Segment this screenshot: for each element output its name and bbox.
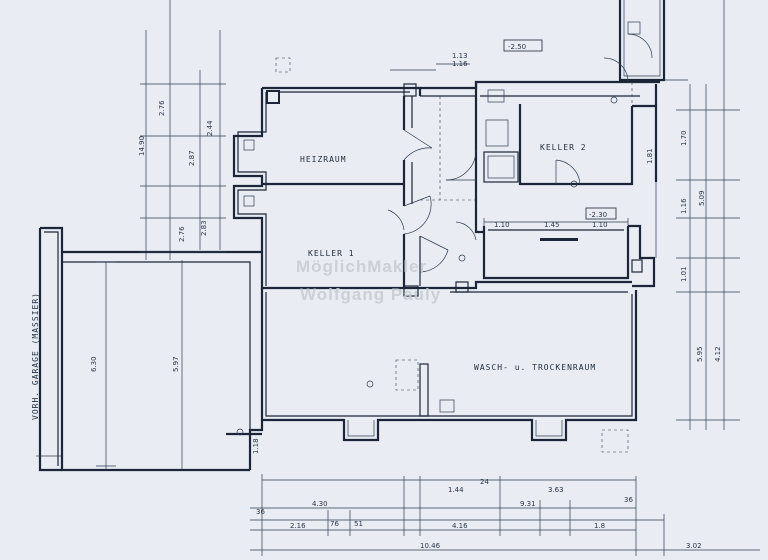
dimension-texts: 10.46 3.02 4.30 9.31 1.44 3.63 2.16 4.16… <box>90 52 722 550</box>
dim-g630: 6.30 <box>90 356 98 372</box>
dim-l1490: 14.90 <box>138 136 146 156</box>
dim-l118: 1.18 <box>252 438 260 454</box>
dim-180: 1.8 <box>594 522 605 530</box>
dim-r595: 5.95 <box>696 346 704 362</box>
dim-144: 1.44 <box>448 486 464 494</box>
dim-76: 76 <box>330 520 339 528</box>
fixtures <box>236 21 643 453</box>
room-label-keller-2: KELLER 2 <box>540 143 587 152</box>
dim-36b: 36 <box>624 496 633 504</box>
dim-r181: 1.81 <box>646 148 654 164</box>
watermark-line-1: MöglichMakler <box>296 257 427 276</box>
room-label-heizraum: HEIZRAUM <box>300 155 347 164</box>
dim-363: 3.63 <box>548 486 564 494</box>
dim-r170: 1.70 <box>680 130 688 146</box>
dim-k110b: 1.10 <box>592 221 608 229</box>
dim-l287: 2.87 <box>188 150 196 166</box>
dim-931: 9.31 <box>520 500 536 508</box>
dim-top113: 1.13 <box>452 52 468 60</box>
dim-r101: 1.01 <box>680 266 688 282</box>
level-mid: -2.30 <box>589 211 607 219</box>
dim-r509: 5.09 <box>698 190 706 206</box>
dim-g597: 5.97 <box>172 356 180 372</box>
dim-total-width: 10.46 <box>420 542 441 550</box>
dim-k145: 1.45 <box>544 221 560 229</box>
room-label-garage: VORH. GARAGE (MASSIER) <box>31 292 40 420</box>
watermark-line-2: Wolfgang Pauly <box>300 285 441 304</box>
wall-lines <box>36 0 688 472</box>
dim-51: 51 <box>354 520 363 528</box>
dim-l283: 2.83 <box>200 220 208 236</box>
dim-l276b: 2.76 <box>178 226 186 242</box>
room-label-wasch-trockenraum: WASCH- u. TROCKENRAUM <box>474 363 596 372</box>
dim-416: 4.16 <box>452 522 468 530</box>
dim-r412: 4.12 <box>714 346 722 362</box>
room-label-keller-1: KELLER 1 <box>308 249 355 258</box>
dim-430: 4.30 <box>312 500 328 508</box>
dim-k110a: 1.10 <box>494 221 510 229</box>
dim-24: 24 <box>480 478 489 486</box>
dimension-lines <box>96 0 760 556</box>
level-top: -2.50 <box>508 43 526 51</box>
dim-l244: 2.44 <box>206 120 214 136</box>
dim-bottom-right: 3.02 <box>686 542 702 550</box>
dim-l276a: 2.76 <box>158 100 166 116</box>
dim-r116: 1.16 <box>680 198 688 214</box>
dim-36a: 36 <box>256 508 265 516</box>
level-badge-mid <box>585 207 617 220</box>
dim-top116: 1.16 <box>452 60 468 68</box>
level-badge-top <box>503 39 543 52</box>
dim-216: 2.16 <box>290 522 306 530</box>
